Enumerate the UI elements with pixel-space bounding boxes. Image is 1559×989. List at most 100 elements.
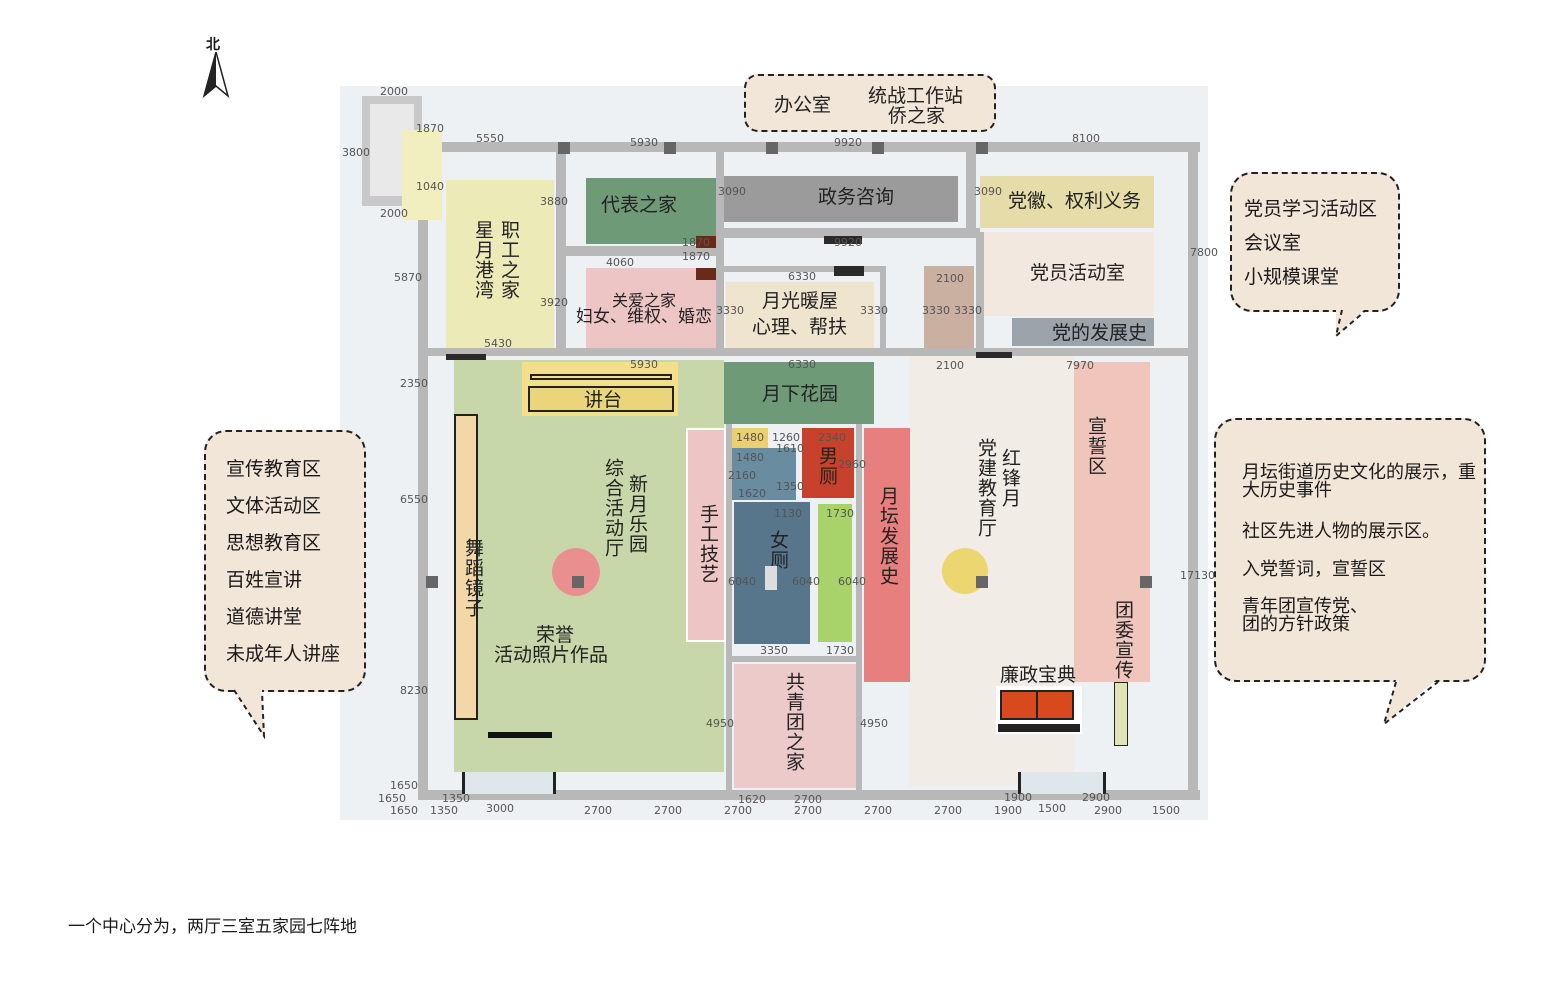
dim: 3920	[540, 296, 568, 309]
door-3	[824, 236, 862, 244]
dim: 2900	[1082, 791, 1110, 804]
dim: 1350	[776, 480, 804, 493]
label-dangjian: 党建教育厅	[975, 438, 997, 538]
callout-item: 青年团宣传党、团的方针政策	[1242, 596, 1368, 635]
wall-mid-horizontal	[420, 348, 1198, 356]
label-nvce: 女厕	[767, 530, 789, 570]
dim: 7800	[1190, 246, 1218, 259]
dim: 2700	[794, 793, 822, 806]
dim: 1610	[776, 442, 804, 455]
label-hongfeng: 红锋月	[999, 448, 1021, 508]
dim: 5930	[630, 358, 658, 371]
zone-xingyue	[446, 180, 554, 348]
dim: 3880	[540, 195, 568, 208]
callout-item: 思想教育区	[226, 532, 322, 554]
dim: 4060	[606, 256, 634, 269]
pillar	[664, 142, 676, 154]
dim: 1620	[738, 487, 766, 500]
dim: 3330	[954, 304, 982, 317]
dim: 3090	[974, 185, 1002, 198]
wudao-mirror	[454, 414, 478, 720]
dim: 2700	[934, 804, 962, 817]
label-zhengwu: 政务咨询	[818, 186, 895, 208]
zone-green-narrow	[818, 504, 852, 642]
dim: 2340	[818, 431, 846, 444]
pillar	[766, 142, 778, 154]
callout-right-bottom-tail	[1382, 680, 1439, 727]
label-guanai-2: 妇女、维权、婚恋	[576, 307, 712, 327]
label-xuanshi: 宣誓区	[1085, 416, 1107, 476]
zone-fazhan	[1012, 318, 1154, 346]
zone-xuanshi	[1074, 362, 1150, 682]
dim: 5930	[630, 136, 658, 149]
wall-i	[726, 424, 732, 792]
dim: 6040	[792, 575, 820, 588]
wall-c	[966, 142, 976, 232]
nvce-marker	[765, 566, 777, 590]
wall-b	[716, 142, 724, 352]
zone-nance	[802, 428, 854, 498]
dim: 4950	[860, 717, 888, 730]
lianzheng-inner-divider	[1036, 690, 1038, 720]
zone-dangyuan	[980, 232, 1154, 316]
label-shougong: 手工技艺	[697, 504, 719, 584]
dim: 2000	[380, 207, 408, 220]
dim: 1480	[736, 451, 764, 464]
entrance-west	[462, 772, 556, 794]
dim: 1350	[430, 804, 458, 817]
wall-g	[880, 266, 886, 352]
zone-daibiao	[586, 178, 716, 244]
label-yueguang-2: 心理、帮扶	[752, 316, 848, 338]
dim: 1260	[772, 431, 800, 444]
wall-j	[856, 424, 862, 792]
dim: 7970	[1066, 359, 1094, 372]
tuanwei-board	[1114, 682, 1128, 746]
dim: 1500	[1152, 804, 1180, 817]
callout-office-qiao: 侨之家	[888, 105, 946, 127]
pillar	[426, 576, 438, 588]
label-zonghe: 综合活动厅	[602, 458, 624, 558]
callout-right-top-tail	[1334, 309, 1365, 338]
dim: 1900	[1004, 791, 1032, 804]
label-zhigong: 职工之家	[498, 220, 520, 300]
dim: 3350	[760, 644, 788, 657]
dim: 3800	[342, 146, 370, 159]
zone-guanai	[586, 268, 718, 348]
label-danghui: 党徽、权利义务	[1008, 190, 1142, 212]
label-fazhan: 党的发展史	[1052, 322, 1148, 344]
compass-arrow-icon	[202, 52, 230, 98]
dim: 2160	[728, 469, 756, 482]
entrance-east	[1018, 772, 1106, 794]
dim: 17130	[1180, 569, 1215, 582]
label-daibiao: 代表之家	[601, 194, 678, 216]
jiangtai-bar	[530, 374, 672, 380]
dim: 8100	[1072, 132, 1100, 145]
zone-toilet-blue-small	[732, 448, 796, 500]
callout-right-top-list: 党员学习活动区 会议室 小规模课堂	[1244, 198, 1377, 288]
dim: 1620	[738, 793, 766, 806]
door-1	[446, 354, 486, 360]
wall-east	[1188, 142, 1198, 800]
dim: 2700	[724, 804, 752, 817]
lianzheng-base	[998, 724, 1080, 732]
zone-yuetan	[864, 428, 910, 682]
callout-item: 文体活动区	[226, 495, 322, 517]
dim: 1870	[682, 236, 710, 249]
callout-right-top: 党员学习活动区 会议室 小规模课堂	[1230, 172, 1400, 312]
label-tuanwei: 团委宣传	[1112, 600, 1134, 680]
label-guanai-1: 关爱之家	[612, 291, 677, 310]
callout-item: 入党誓词，宣誓区	[1242, 559, 1386, 580]
dim: 3000	[486, 802, 514, 815]
callout-office-station: 统战工作站	[868, 85, 964, 107]
door-4	[696, 236, 716, 248]
callout-item: 百姓宣讲	[226, 569, 303, 591]
door-6	[834, 266, 864, 276]
dim: 1350	[442, 792, 470, 805]
callout-item: 小规模课堂	[1244, 266, 1340, 288]
jiangtai-box	[528, 386, 674, 412]
dim: 2100	[936, 272, 964, 285]
dim: 4950	[706, 717, 734, 730]
label-huayuan: 月下花园	[762, 383, 839, 405]
label-rongyu-1: 荣誉	[536, 624, 575, 646]
dim: 6550	[400, 493, 428, 506]
